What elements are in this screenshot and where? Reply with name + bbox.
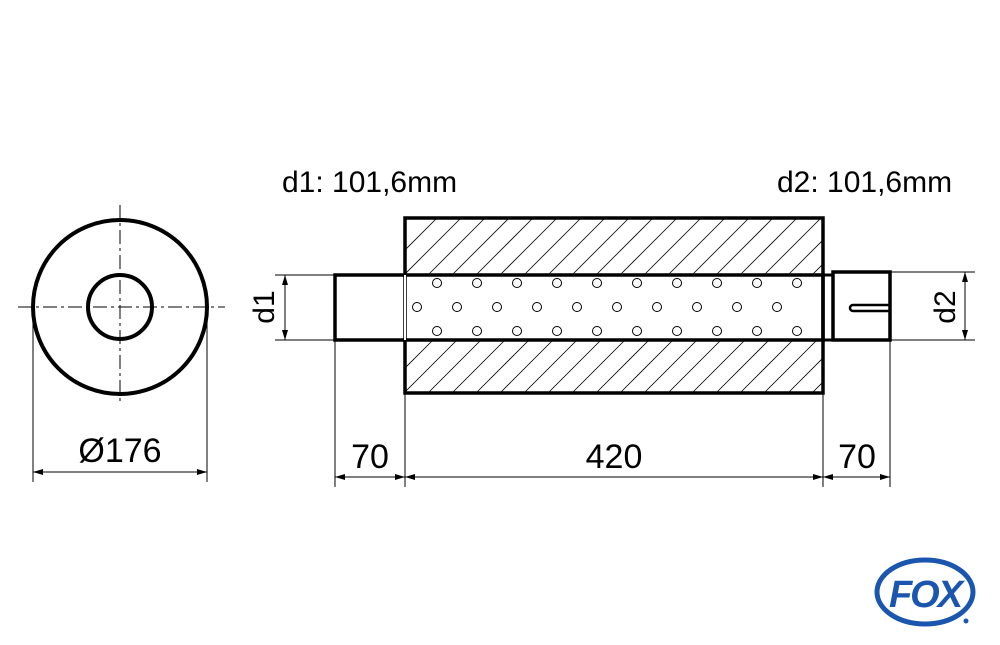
side-view: d1 d2 70 420 70	[248, 216, 975, 487]
hatch-line	[691, 218, 750, 275]
insulation-hatch-top	[405, 218, 917, 275]
perforation-hole	[672, 278, 682, 288]
body-length-label: 420	[586, 438, 643, 476]
perforation-hole	[792, 326, 802, 336]
perforation-hole	[432, 326, 442, 336]
hatch-line	[836, 340, 889, 393]
perforation-hole	[572, 302, 582, 312]
inner-pipe	[333, 273, 825, 342]
hatch-line	[595, 340, 650, 393]
hatch-line	[691, 340, 746, 393]
hatch-line	[739, 218, 798, 275]
hatch-line	[405, 218, 462, 275]
perforation-hole	[732, 302, 742, 312]
perforation-hole	[492, 302, 502, 312]
perforation-hole	[412, 302, 422, 312]
hatch-line	[787, 357, 823, 393]
perforations	[412, 278, 802, 336]
perforation-hole	[712, 326, 722, 336]
hatch-line	[811, 263, 823, 275]
muffler-body	[403, 216, 825, 395]
d2-label: d2	[929, 290, 962, 323]
svg-text:FOX: FOX	[889, 574, 966, 616]
hatch-line	[523, 218, 582, 275]
end-view: Ø176	[18, 205, 225, 482]
perforation-hole	[532, 302, 542, 312]
hatch-line	[451, 218, 510, 275]
perforation-hole	[672, 326, 682, 336]
inlet-length-label: 70	[351, 438, 389, 476]
perforation-hole	[632, 326, 642, 336]
perforation-hole	[692, 302, 702, 312]
perforation-hole	[612, 302, 622, 312]
perforation-hole	[712, 278, 722, 288]
perforation-hole	[752, 278, 762, 288]
hatch-line	[475, 340, 530, 393]
hatch-line	[643, 218, 702, 275]
perforation-hole	[552, 278, 562, 288]
outlet-length-label: 70	[838, 438, 876, 476]
hatch-line	[427, 218, 486, 275]
d1-title: d1: 101,6mm	[282, 166, 457, 199]
hatch-line	[763, 218, 822, 275]
hatch-line	[860, 340, 913, 393]
perforation-hole	[632, 278, 642, 288]
perforation-hole	[792, 278, 802, 288]
hatch-line	[763, 340, 818, 393]
perforation-hole	[512, 326, 522, 336]
diameter-label: Ø176	[78, 432, 161, 470]
d2-title: d2: 101,6mm	[777, 166, 952, 199]
d1-label: d1	[248, 290, 281, 323]
hatch-line	[571, 218, 630, 275]
perforation-hole	[752, 326, 762, 336]
hatch-line	[523, 340, 578, 393]
hatch-line	[619, 218, 678, 275]
insulation-hatch-bottom	[405, 340, 913, 393]
hatch-line	[547, 218, 606, 275]
perforation-hole	[592, 326, 602, 336]
perforation-hole	[452, 302, 462, 312]
hatch-line	[811, 381, 823, 393]
hatch-line	[405, 340, 458, 393]
hatch-line	[667, 218, 726, 275]
hatch-line	[619, 340, 674, 393]
hatch-line	[836, 218, 893, 275]
hatch-line	[595, 218, 654, 275]
hatch-line	[860, 218, 917, 275]
hatch-line	[499, 340, 554, 393]
outlet-slot	[848, 303, 890, 313]
hatch-line	[405, 218, 438, 251]
hatch-line	[715, 340, 770, 393]
perforation-hole	[512, 278, 522, 288]
perforation-hole	[552, 326, 562, 336]
hatch-line	[643, 340, 698, 393]
perforation-hole	[472, 278, 482, 288]
hatch-line	[451, 340, 506, 393]
perforation-hole	[772, 302, 782, 312]
hatch-line	[475, 218, 534, 275]
perforation-hole	[472, 326, 482, 336]
hatch-line	[571, 340, 626, 393]
perforation-hole	[432, 278, 442, 288]
hatch-line	[427, 340, 482, 393]
hatch-line	[547, 340, 602, 393]
hatch-line	[499, 218, 558, 275]
hatch-line	[667, 340, 722, 393]
perforation-hole	[652, 302, 662, 312]
fox-logo: FOX	[874, 557, 976, 627]
perforation-hole	[592, 278, 602, 288]
hatch-line	[787, 239, 823, 275]
hatch-line	[715, 218, 774, 275]
hatch-line	[739, 340, 794, 393]
